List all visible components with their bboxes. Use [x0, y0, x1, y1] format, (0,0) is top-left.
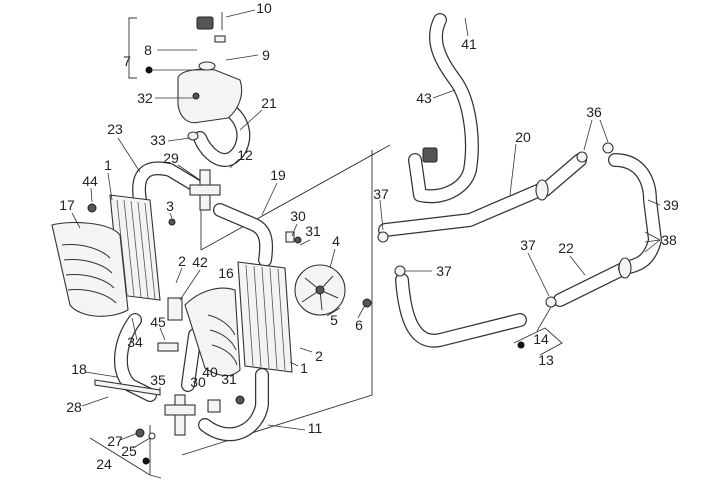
callout-29: 29	[163, 150, 179, 166]
t-fittings	[94, 169, 221, 440]
callout-4: 4	[332, 233, 340, 249]
callout-34: 34	[127, 334, 143, 350]
callout-3: 3	[166, 198, 174, 214]
callout-39: 39	[663, 197, 679, 213]
callout-36: 36	[586, 104, 602, 120]
callout-17: 17	[59, 197, 75, 213]
callout-10: 10	[256, 0, 272, 16]
bullet-dot	[142, 457, 150, 465]
callout-37: 37	[373, 186, 389, 202]
callout-2: 2	[178, 253, 186, 269]
callout-5: 5	[330, 312, 338, 328]
hoses-left	[113, 88, 274, 442]
callout-14: 14	[533, 331, 549, 347]
callout-12: 12	[237, 147, 253, 163]
callout-13: 13	[538, 352, 554, 368]
callout-42: 42	[192, 254, 208, 270]
callout-35: 35	[150, 372, 166, 388]
callout-37b: 37	[436, 263, 452, 279]
callout-38: 38	[661, 232, 677, 248]
callout-7: 7	[123, 53, 131, 69]
bullet-dot	[517, 341, 525, 349]
callout-16: 16	[218, 265, 234, 281]
callout-28: 28	[66, 399, 82, 415]
callout-32: 32	[137, 90, 153, 106]
callout-8: 8	[144, 42, 152, 58]
callout-45: 45	[150, 314, 166, 330]
callout-27: 27	[107, 433, 123, 449]
callout-9: 9	[262, 47, 270, 63]
callout-25: 25	[121, 443, 137, 459]
callout-43: 43	[416, 90, 432, 106]
callout-40: 40	[202, 364, 218, 380]
callout-41: 41	[461, 36, 477, 52]
callout-31: 31	[305, 223, 321, 239]
callout-2b: 2	[315, 348, 323, 364]
callout-31b: 31	[221, 371, 237, 387]
callout-37c: 37	[520, 237, 536, 253]
callout-24: 24	[96, 456, 112, 472]
callout-18: 18	[71, 361, 87, 377]
callout-33: 33	[150, 132, 166, 148]
callout-23: 23	[107, 121, 123, 137]
callout-19: 19	[270, 167, 286, 183]
leader-lines	[71, 9, 661, 449]
callout-30: 30	[290, 208, 306, 224]
callout-30b: 30	[190, 374, 206, 390]
hoses-right	[377, 13, 662, 348]
callout-20: 20	[515, 129, 531, 145]
bullet-dot	[145, 66, 153, 74]
callout-1: 1	[104, 157, 112, 173]
callout-22: 22	[558, 240, 574, 256]
radiator-right	[167, 231, 372, 413]
callout-11: 11	[307, 420, 323, 436]
callout-21: 21	[261, 95, 277, 111]
radiator-left	[51, 194, 176, 317]
callout-44: 44	[82, 173, 98, 189]
callout-1b: 1	[300, 360, 308, 376]
callout-6: 6	[355, 317, 363, 333]
assembly-outline	[89, 17, 563, 479]
